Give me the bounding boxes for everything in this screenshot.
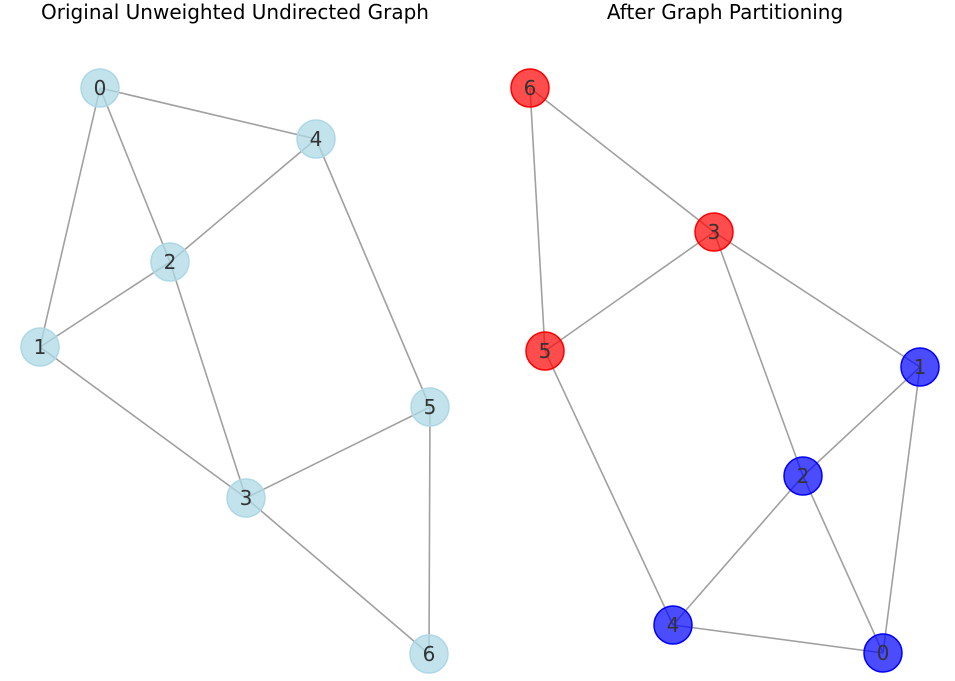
partitioned-node-circle-1 (900, 347, 940, 387)
original-node-label-6: 6 (423, 642, 436, 666)
partitioned-node-3: 3 (694, 212, 734, 252)
original-graph-edges (39, 87, 431, 655)
partitioned-node-label-2: 2 (797, 464, 810, 488)
partitioned-node-label-6: 6 (524, 76, 537, 100)
partitioned-node-label-1: 1 (914, 355, 927, 379)
original-node-6: 6 (409, 634, 449, 674)
original-node-circle-0 (80, 68, 120, 108)
partitioned-node-0: 0 (863, 633, 903, 673)
partitioned-node-circle-3 (694, 212, 734, 252)
original-graph-nodes: 0 1 2 3 4 5 6 (20, 68, 450, 674)
original-node-circle-3 (226, 478, 266, 518)
original-edge-5-6 (428, 406, 431, 655)
partitioned-node-circle-0 (863, 633, 903, 673)
partitioned-node-label-5: 5 (539, 339, 552, 363)
left-panel-title: Original Unweighted Undirected Graph (41, 0, 429, 24)
partitioned-node-circle-2 (783, 456, 823, 496)
original-node-circle-1 (20, 327, 60, 367)
partitioned-node-label-3: 3 (708, 220, 721, 244)
original-node-label-5: 5 (424, 395, 437, 419)
partitioned-node-6: 6 (510, 68, 550, 108)
original-edge-0-2 (99, 87, 171, 263)
original-node-label-4: 4 (310, 127, 323, 151)
original-edge-0-1 (39, 87, 101, 348)
original-node-label-1: 1 (34, 335, 47, 359)
partitioned-edge-4-0 (672, 624, 884, 654)
original-graph-panel: 0 1 2 3 4 5 6 (20, 68, 450, 674)
original-node-circle-6 (409, 634, 449, 674)
original-edge-4-2 (169, 138, 317, 263)
original-node-label-3: 3 (240, 486, 253, 510)
original-edge-2-1 (39, 261, 171, 348)
original-edge-3-5 (245, 406, 431, 499)
partitioned-node-1: 1 (900, 347, 940, 387)
partitioned-edge-6-3 (529, 87, 715, 233)
original-node-3: 3 (226, 478, 266, 518)
original-node-5: 5 (410, 387, 450, 427)
partitioned-edge-3-2 (713, 231, 804, 477)
partitioned-edge-5-4 (544, 350, 674, 626)
original-node-2: 2 (150, 242, 190, 282)
partitioned-node-label-0: 0 (877, 641, 890, 665)
original-edge-0-4 (99, 87, 317, 140)
partitioned-edge-2-0 (802, 475, 884, 654)
original-edge-3-6 (245, 497, 430, 655)
original-node-0: 0 (80, 68, 120, 108)
partitioned-node-circle-6 (510, 68, 550, 108)
partitioned-graph-nodes: 0 1 2 3 4 5 6 (510, 68, 940, 673)
original-node-label-2: 2 (164, 250, 177, 274)
original-node-1: 1 (20, 327, 60, 367)
original-node-label-0: 0 (94, 76, 107, 100)
partitioned-node-2: 2 (783, 456, 823, 496)
original-edge-1-3 (39, 346, 247, 499)
original-node-4: 4 (296, 119, 336, 159)
partitioned-node-4: 4 (653, 605, 693, 645)
partitioned-edge-6-5 (529, 87, 546, 352)
partitioned-edge-1-0 (882, 366, 921, 654)
partitioned-edge-3-5 (544, 231, 715, 352)
partitioned-node-circle-4 (653, 605, 693, 645)
original-node-circle-5 (410, 387, 450, 427)
partitioned-graph-panel: 0 1 2 3 4 5 6 (510, 68, 940, 673)
original-node-circle-2 (150, 242, 190, 282)
partitioned-node-label-4: 4 (667, 613, 680, 637)
partitioned-edge-2-4 (672, 475, 804, 626)
right-panel-title: After Graph Partitioning (606, 0, 844, 24)
original-node-circle-4 (296, 119, 336, 159)
original-edge-2-3 (169, 261, 247, 499)
partitioned-graph-edges (529, 87, 921, 654)
partitioned-edge-3-1 (713, 231, 921, 368)
partitioned-edge-1-2 (802, 366, 921, 477)
partitioned-node-circle-5 (525, 331, 565, 371)
partitioned-node-5: 5 (525, 331, 565, 371)
original-edge-4-5 (315, 138, 431, 408)
